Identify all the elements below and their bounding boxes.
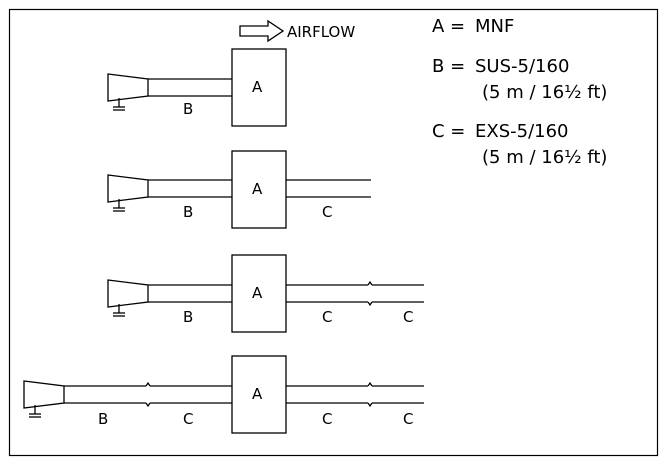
duct-b-label: B [98,410,108,428]
duct-c [286,284,368,303]
duct-c-label: C [403,410,413,428]
unit-a [231,150,287,229]
legend-value-a: MNF [475,16,514,37]
duct-b [148,284,232,303]
legend: A = MNF B = SUS-5/160 (5 m / 16½ ft) C =… [432,16,607,168]
configuration-3: A B C C [107,254,424,333]
legend-key-c: C = [432,121,465,142]
intake-hood-icon [107,73,149,111]
duct-c-label: C [322,203,332,221]
legend-key-b: B = [432,56,465,77]
intake-hood-icon [23,380,65,418]
airflow-label: AIRFLOW [287,23,355,41]
duct-c [372,385,424,404]
unit-a-label: A [252,385,263,403]
unit-a [231,48,287,127]
unit-a-label: A [252,180,263,198]
configuration-2: A B C [107,150,371,229]
duct-c [150,385,232,404]
unit-a-label: A [252,284,263,302]
duct-b-label: B [183,308,193,326]
diagram-frame [8,8,659,457]
unit-a [231,254,287,333]
duct-c [286,385,368,404]
duct-b [64,385,146,404]
airflow-arrow-icon [239,19,285,43]
duct-b-label: B [183,100,193,118]
legend-detail-b: (5 m / 16½ ft) [482,82,607,103]
unit-a-label: A [252,78,263,96]
duct-joint-icon [367,280,373,307]
intake-hood-icon [107,174,149,212]
legend-value-b: SUS-5/160 [475,56,569,77]
duct-b-label: B [183,203,193,221]
legend-value-c: EXS-5/160 [475,121,569,142]
duct-c-label: C [322,308,332,326]
duct-joint-icon [367,381,373,408]
legend-detail-c: (5 m / 16½ ft) [482,147,607,168]
configuration-1: A B [107,48,287,127]
duct-c-label: C [183,410,193,428]
duct-b [148,78,232,97]
legend-key-a: A = [432,16,465,37]
duct-joint-icon [145,381,151,408]
intake-hood-icon [107,279,149,317]
duct-b [148,179,232,198]
duct-c [372,284,424,303]
duct-c [286,179,371,198]
duct-c-label: C [403,308,413,326]
configuration-4: A B C C C [23,355,424,434]
duct-c-label: C [322,410,332,428]
unit-a [231,355,287,434]
